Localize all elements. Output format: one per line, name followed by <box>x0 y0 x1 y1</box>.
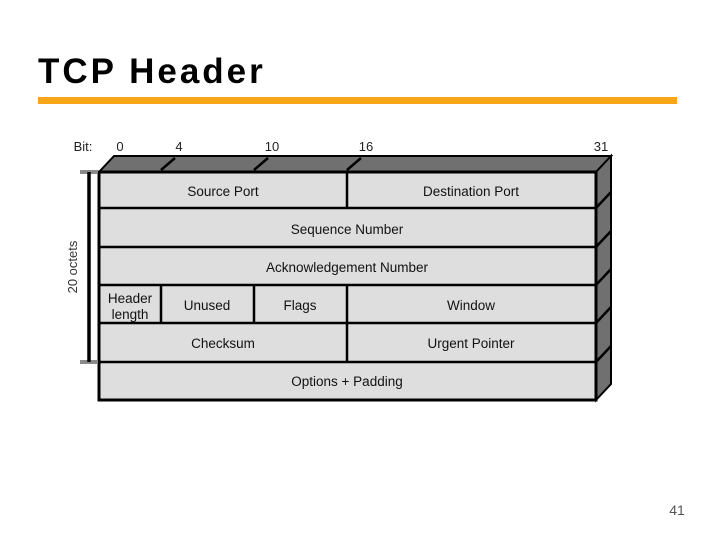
title-underline-rule <box>38 97 677 104</box>
field-header-length-line2: length <box>112 307 149 322</box>
bit-tick-0: 0 <box>116 139 123 154</box>
bit-axis-label: Bit: <box>74 139 93 154</box>
bit-tick-4: 4 <box>175 139 182 154</box>
field-sequence-number: Sequence Number <box>291 222 404 237</box>
field-urgent-pointer: Urgent Pointer <box>427 336 515 351</box>
column-dividers <box>159 172 349 362</box>
bit-tick-16: 16 <box>359 139 373 154</box>
field-unused: Unused <box>184 298 231 313</box>
side-face-row-marks <box>595 191 612 363</box>
field-header-length-line1: Header <box>108 291 153 306</box>
field-window: Window <box>447 298 495 313</box>
octets-bracket <box>80 170 98 364</box>
bit-tick-10: 10 <box>265 139 279 154</box>
bit-tick-31: 31 <box>594 139 608 154</box>
field-flags: Flags <box>283 298 316 313</box>
octets-bracket-label: 20 octets <box>65 240 80 293</box>
field-acknowledgement-number: Acknowledgement Number <box>266 260 429 275</box>
field-source-port: Source Port <box>187 184 259 199</box>
field-options-padding: Options + Padding <box>291 374 402 389</box>
field-destination-port: Destination Port <box>423 184 519 199</box>
field-checksum: Checksum <box>191 336 255 351</box>
page-number: 41 <box>669 502 685 518</box>
page-title: TCP Header <box>38 52 266 91</box>
top-face-tick-marks <box>160 157 362 171</box>
